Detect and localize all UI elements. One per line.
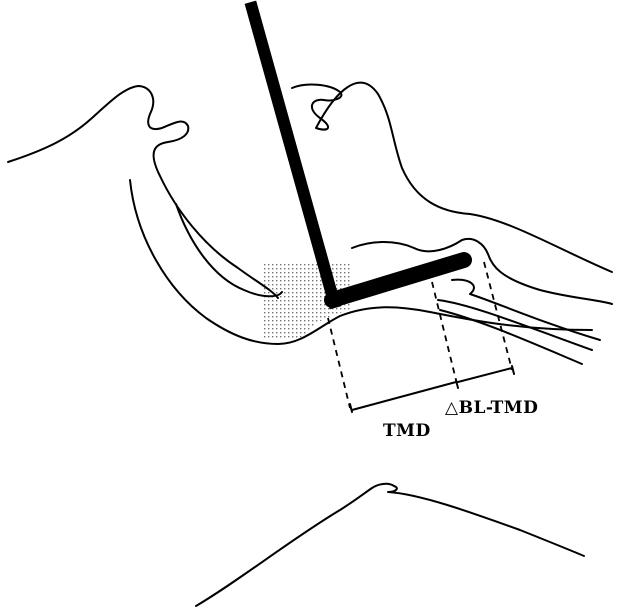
dashed-line-tmd-left xyxy=(328,318,350,408)
dashed-line-bl-right xyxy=(484,262,512,370)
pharynx-wall xyxy=(292,83,612,272)
neck-contour xyxy=(196,484,584,606)
dashed-line-tmd-right xyxy=(432,282,456,380)
trachea-line-1 xyxy=(452,280,600,340)
dimension-bracket-tmd xyxy=(350,380,458,412)
dimension-bracket-bl xyxy=(458,366,514,382)
epiglottis xyxy=(352,239,612,304)
tmd-label: TMD xyxy=(383,421,431,441)
face-profile xyxy=(8,86,278,298)
delta-bl-tmd-label: △BL-TMD xyxy=(445,398,538,418)
tongue-outline xyxy=(130,180,592,344)
laryngoscope-blade xyxy=(252,8,464,302)
